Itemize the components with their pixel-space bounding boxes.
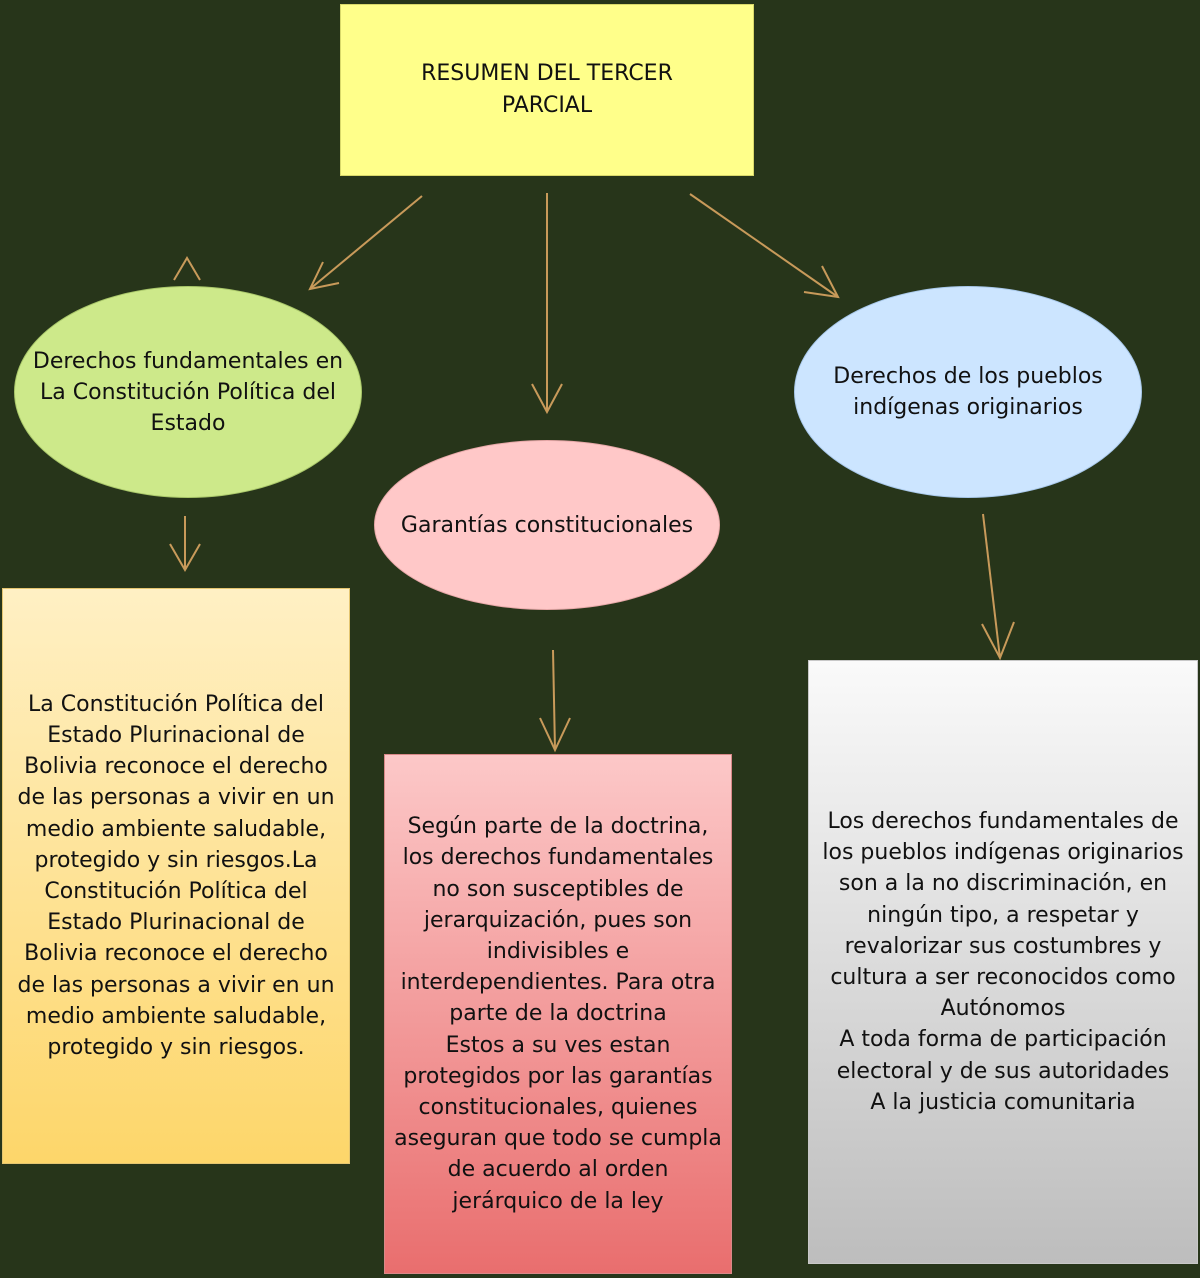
arrow-title-to-derechos xyxy=(309,195,423,290)
box-constitucion: La Constitución Política del Estado Plur… xyxy=(2,588,350,1164)
box-indigenas: Los derechos fundamentales de los pueblo… xyxy=(808,660,1198,1264)
arrow-pueblos-to-indigenas xyxy=(982,513,1001,659)
box-doctrina: Según parte de la doctrina, los derechos… xyxy=(384,754,732,1274)
box-constitucion-text: La Constitución Política del Estado Plur… xyxy=(17,691,335,1061)
arrow-title-to-pueblos xyxy=(689,193,839,298)
node-derechos-fundamentales-text: Derechos fundamentales en La Constitució… xyxy=(32,348,344,436)
node-derechos-pueblos: Derechos de los pueblos indígenas origin… xyxy=(794,286,1142,498)
node-garantias-text: Garantías constitucionales xyxy=(400,512,694,538)
box-doctrina-text: Según parte de la doctrina, los derechos… xyxy=(394,814,722,1214)
title-text: RESUMEN DEL TERCER PARCIAL xyxy=(421,61,673,118)
box-indigenas-text: Los derechos fundamentales de los pueblo… xyxy=(822,808,1184,1115)
node-derechos-fundamentales: Derechos fundamentales en La Constitució… xyxy=(14,286,362,498)
node-garantias-constitucionales: Garantías constitucionales xyxy=(374,440,720,610)
caret-mark xyxy=(173,256,201,281)
arrow-garantias-to-doctrina xyxy=(552,649,556,751)
title-box: RESUMEN DEL TERCER PARCIAL xyxy=(340,4,754,176)
node-pueblos-text: Derechos de los pueblos indígenas origin… xyxy=(833,364,1103,420)
